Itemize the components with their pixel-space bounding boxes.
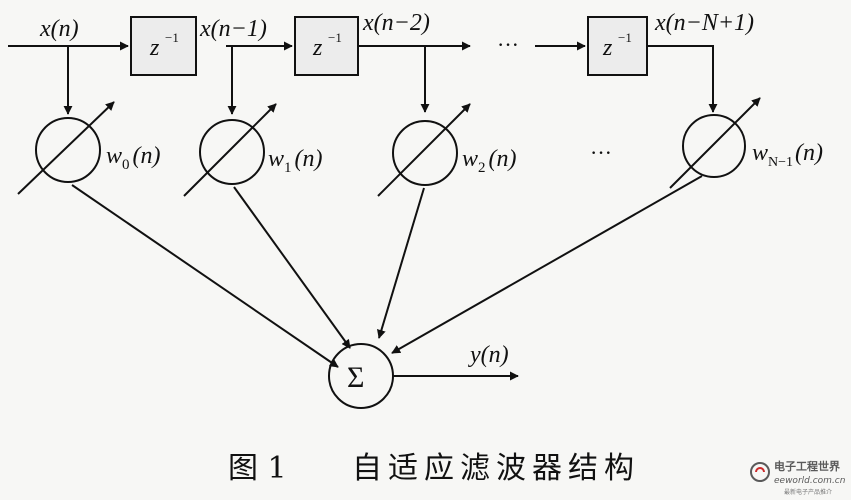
sum-in-1 bbox=[233, 186, 351, 349]
svg-text:−1: −1 bbox=[618, 30, 632, 45]
watermark-logo: 电子工程世界 eeworld.com.cn 最新电子产品推介 bbox=[750, 459, 846, 496]
svg-text:z: z bbox=[312, 35, 323, 61]
sum-in-n bbox=[391, 175, 703, 354]
tap-label-n: x(n−N+1) bbox=[654, 10, 754, 36]
svg-text:电子工程世界: 电子工程世界 bbox=[774, 459, 840, 473]
input-label: x(n) bbox=[39, 16, 79, 42]
weight-label-1: w1(n) bbox=[268, 146, 323, 176]
sum-inputs bbox=[71, 175, 703, 368]
sum-in-2 bbox=[377, 187, 425, 339]
svg-text:eeworld.com.cn: eeworld.com.cn bbox=[774, 476, 846, 486]
svg-text:Σ: Σ bbox=[347, 361, 364, 394]
svg-text:−1: −1 bbox=[328, 30, 342, 45]
sum-in-0 bbox=[71, 184, 339, 368]
output-label: y(n) bbox=[468, 342, 509, 368]
weight-2 bbox=[377, 103, 471, 197]
weight-1 bbox=[183, 103, 277, 197]
figure-number: 图 1 bbox=[228, 451, 287, 486]
figure-title: 自适应滤波器结构 bbox=[352, 451, 640, 486]
weight-0 bbox=[17, 101, 115, 195]
tap-label-1: x(n−1) bbox=[199, 16, 267, 42]
tap-label-2: x(n−2) bbox=[362, 10, 430, 36]
eeworld-logo-icon bbox=[750, 462, 770, 482]
svg-text:z: z bbox=[602, 35, 613, 61]
tap-lines bbox=[63, 46, 430, 115]
line-last-tap bbox=[647, 45, 718, 113]
weight-label-2: w2(n) bbox=[462, 146, 517, 176]
weight-label-n: wN−1(n) bbox=[752, 140, 823, 170]
middle-ellipsis: ··· bbox=[590, 140, 612, 165]
svg-text:z: z bbox=[149, 35, 160, 61]
top-ellipsis: ··· bbox=[497, 32, 519, 57]
delay-box-1: z −1 bbox=[130, 16, 197, 76]
weight-n bbox=[669, 97, 761, 189]
svg-text:−1: −1 bbox=[165, 30, 179, 45]
delay-box-n: z −1 bbox=[587, 16, 648, 76]
weight-label-0: w0(n) bbox=[106, 143, 161, 173]
summer-node: Σ bbox=[328, 343, 394, 409]
delay-box-2: z −1 bbox=[294, 16, 359, 76]
svg-text:最新电子产品推介: 最新电子产品推介 bbox=[784, 488, 832, 496]
